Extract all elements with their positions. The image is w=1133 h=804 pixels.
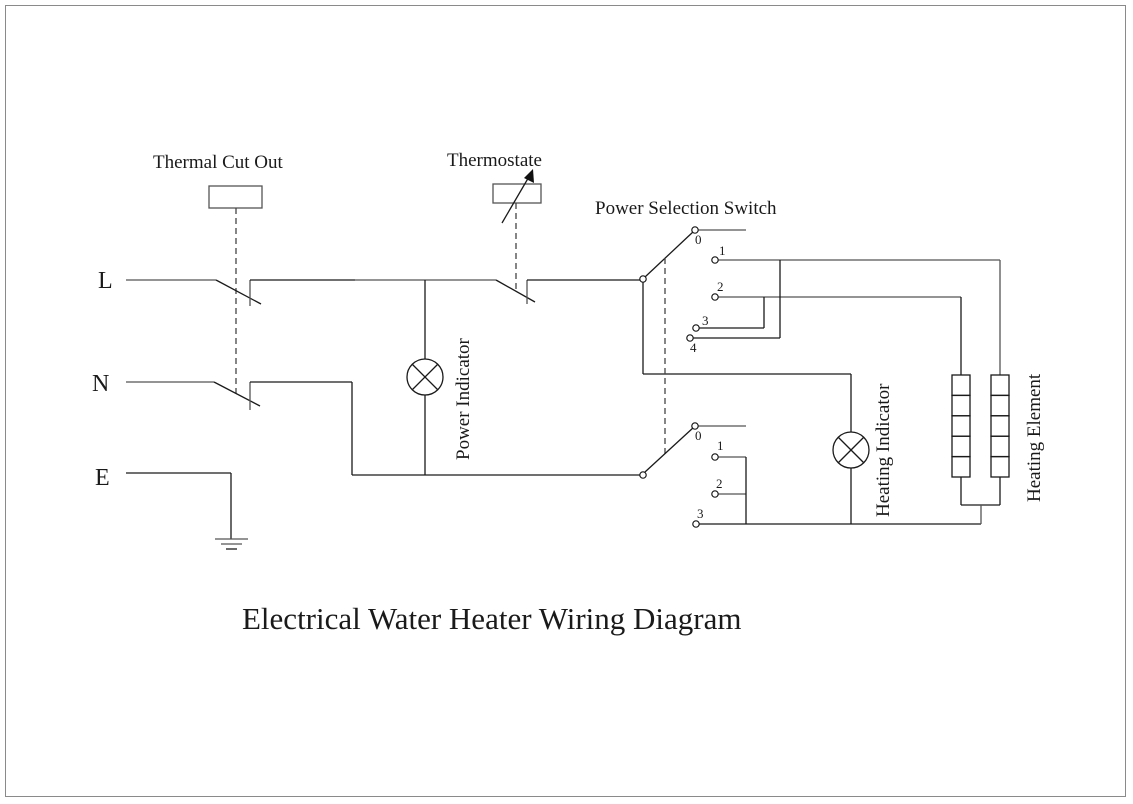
thermostat-label: Thermostate — [447, 150, 542, 171]
heating-element-segment — [990, 435, 1010, 458]
upper-position-2: 2 — [717, 279, 724, 294]
upper-position-0: 0 — [695, 232, 702, 247]
upper-contact-2 — [711, 293, 719, 301]
heating-element-label: Heating Element — [1024, 373, 1045, 502]
lower-contact-1 — [711, 453, 719, 461]
power-indicator-label: Power Indicator — [453, 337, 474, 460]
lower-position-2: 2 — [716, 476, 723, 491]
terminal-label-n: N — [92, 371, 109, 397]
heating-element-wiring — [960, 260, 1001, 524]
power-indicator-lamp-icon — [406, 280, 444, 475]
heating-element-segment — [951, 435, 971, 458]
upper-position-3: 3 — [702, 313, 709, 328]
upper-position-1: 1 — [719, 243, 726, 258]
heating-element-segment — [990, 455, 1010, 478]
thermal-cut-out-sensor — [208, 185, 263, 209]
heating-element-segment — [990, 374, 1010, 397]
heating-element-segment — [990, 394, 1010, 417]
upper-position-4: 4 — [690, 340, 697, 355]
lower-contact-0 — [691, 422, 699, 430]
upper-switch — [639, 226, 1000, 375]
thermostat-contact — [495, 279, 641, 304]
heating-element-right — [990, 374, 1010, 478]
upper-contact-0 — [691, 226, 699, 234]
upper-switch-pivot — [639, 275, 647, 283]
ground-icon — [215, 538, 248, 550]
line-l-wire — [126, 279, 496, 306]
heating-element-segment — [951, 415, 971, 437]
power-selection-switch-label: Power Selection Switch — [595, 198, 777, 219]
heating-element-segment — [951, 394, 971, 417]
earth-wire — [126, 472, 232, 539]
terminal-label-e: E — [95, 465, 110, 491]
upper-contact-1 — [711, 256, 719, 264]
diagram-frame — [5, 5, 1126, 797]
lower-position-1: 1 — [717, 438, 724, 453]
lower-position-3: 3 — [697, 506, 704, 521]
heating-element-segment — [990, 415, 1010, 437]
adjustable-arrow-icon — [501, 169, 534, 224]
lower-switch-pivot — [639, 471, 647, 479]
line-n-wire — [126, 381, 640, 476]
thermostat-sensor — [492, 183, 542, 204]
lower-position-0: 0 — [695, 428, 702, 443]
terminal-label-l: L — [98, 268, 113, 294]
upper-contact-3 — [692, 324, 700, 332]
heating-element-left — [951, 374, 971, 478]
heating-indicator-lamp-icon — [832, 374, 870, 524]
heating-element-segment — [951, 374, 971, 397]
upper-contact-4 — [686, 334, 694, 342]
thermal-cut-out-label: Thermal Cut Out — [153, 152, 284, 173]
lower-contact-2 — [711, 490, 719, 498]
heating-element-segment — [951, 455, 971, 478]
diagram-title: Electrical Water Heater Wiring Diagram — [242, 601, 741, 636]
heating-indicator-label: Heating Indicator — [873, 383, 894, 517]
lower-contact-3 — [692, 520, 700, 528]
lower-switch — [639, 422, 981, 528]
